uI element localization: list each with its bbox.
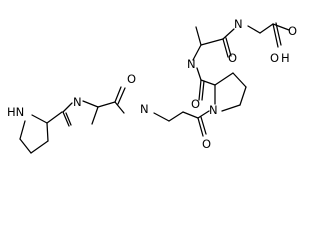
carbonyl-o-label-3: O xyxy=(191,97,200,111)
amide-nh-label-4: N xyxy=(234,17,243,31)
amide-nh-label-3: N xyxy=(187,57,196,71)
bond-lines xyxy=(19,22,290,154)
carbonyl-o-label-2: O xyxy=(202,137,211,151)
carbonyl-o-label-4: O xyxy=(228,51,237,65)
proline-n-label: N xyxy=(209,103,218,117)
acid-o-label: O xyxy=(270,51,279,65)
atom-labels: HN N O N O N N O O N O O H xyxy=(7,17,297,151)
molecule-structure-diagram: HN N O N O N N O O N O O H xyxy=(7,17,297,154)
pyrrolidine-nh-label: HN xyxy=(7,105,24,119)
carbonyl-o-label-5: O xyxy=(288,24,297,38)
carbonyl-o-label-1: O xyxy=(127,72,136,86)
amide-nh-label-1: N xyxy=(73,95,82,109)
amide-n-label-2: N xyxy=(140,102,149,116)
acid-h-label: H xyxy=(281,51,290,65)
